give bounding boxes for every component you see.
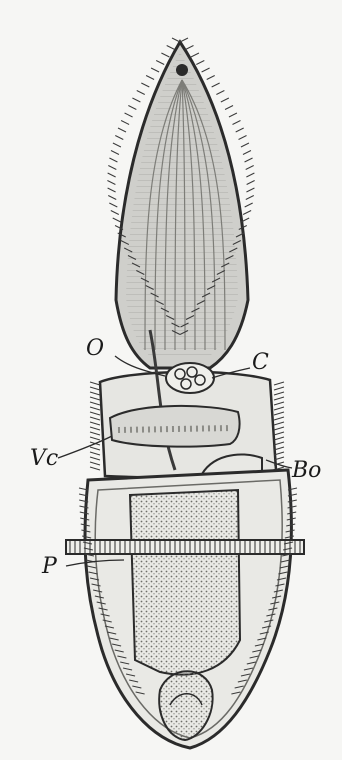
upper-lobe — [107, 38, 254, 368]
lower-body — [66, 470, 304, 748]
label-C: C — [252, 352, 269, 374]
label-O: O — [86, 338, 104, 360]
label-P: P — [42, 556, 57, 578]
label-Vc: Vc — [30, 448, 58, 470]
gut — [130, 490, 240, 675]
label-Bo: Bo — [292, 460, 321, 482]
apical-spot — [176, 64, 188, 76]
